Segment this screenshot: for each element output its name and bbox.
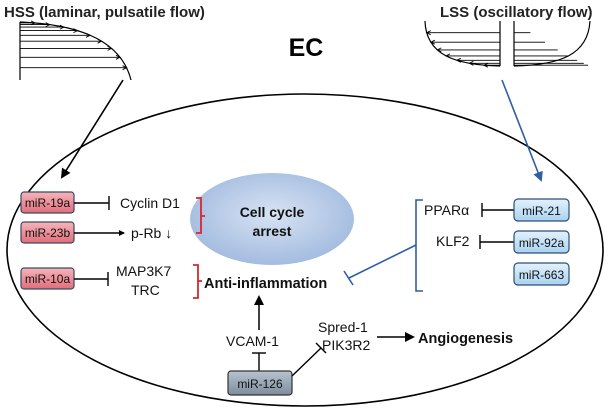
laminar-flow-profile-icon	[19, 20, 132, 81]
hss-flow-label: HSS (laminar, pulsatile flow)	[4, 4, 205, 21]
cyclin-d1-label: Cyclin D1	[120, 195, 180, 211]
mir-663-label: miR-663	[519, 268, 565, 282]
endothelial-cell-outline	[6, 93, 604, 407]
mir-19a-label: miR-19a	[25, 196, 71, 210]
oscillatory-flow-profile-icon	[424, 20, 591, 68]
cell-cycle-bracket	[196, 197, 205, 234]
mir-126-label: miR-126	[237, 377, 283, 391]
lss-arrow	[501, 79, 543, 182]
mir-10a-inhibits-map3k7	[74, 272, 109, 286]
map3k7-label: MAP3K7	[116, 263, 171, 279]
cell-cycle-label-line1: Cell cycle	[240, 204, 305, 220]
mir-92a-label: miR-92a	[519, 236, 565, 250]
mir-126-box: miR-126	[227, 370, 293, 396]
prb-label: p-Rb ↓	[131, 225, 172, 241]
cell-label: EC	[289, 34, 324, 62]
anti-inflammation-bracket	[193, 264, 202, 299]
mir-663-box: miR-663	[513, 262, 570, 286]
angiogenesis-label: Angiogenesis	[418, 331, 513, 347]
hss-arrow	[60, 79, 124, 179]
anti-inflammation-label: Anti-inflammation	[204, 276, 327, 292]
mir-126-inhibits-vcam1	[252, 352, 266, 371]
mir-10a-label: miR-10a	[25, 272, 71, 286]
mir-21-inhibits-ppara	[481, 203, 514, 217]
mir-21-label: miR-21	[522, 204, 561, 218]
right-mirna-inhibition-bracket	[343, 199, 423, 292]
mir-126-inhibits-spred1-pik3r2	[291, 342, 327, 377]
mir-23b-label: miR-23b	[25, 226, 71, 240]
cell-cycle-label-line2: arrest	[253, 223, 292, 239]
cell-cycle-arrest-ellipse	[190, 173, 354, 265]
mir-23b-box: miR-23b	[20, 221, 75, 244]
trc-label: TRC	[131, 282, 160, 298]
mir-21-box: miR-21	[513, 198, 570, 222]
lss-flow-label: LSS (oscillatory flow)	[440, 4, 593, 21]
spred1-label: Spred-1	[318, 319, 368, 335]
mir-19a-box: miR-19a	[20, 191, 75, 214]
pik3r2-label: PIK3R2	[322, 337, 370, 353]
klf2-label: KLF2	[436, 233, 470, 249]
mir-19a-inhibits-cyclin-d1	[74, 196, 110, 210]
vcam1-label: VCAM-1	[226, 333, 279, 349]
mir-92a-inhibits-klf2	[479, 235, 514, 249]
mir-92a-box: miR-92a	[513, 230, 570, 254]
ppara-label: PPARα	[424, 202, 469, 218]
mir-10a-box: miR-10a	[20, 267, 75, 290]
